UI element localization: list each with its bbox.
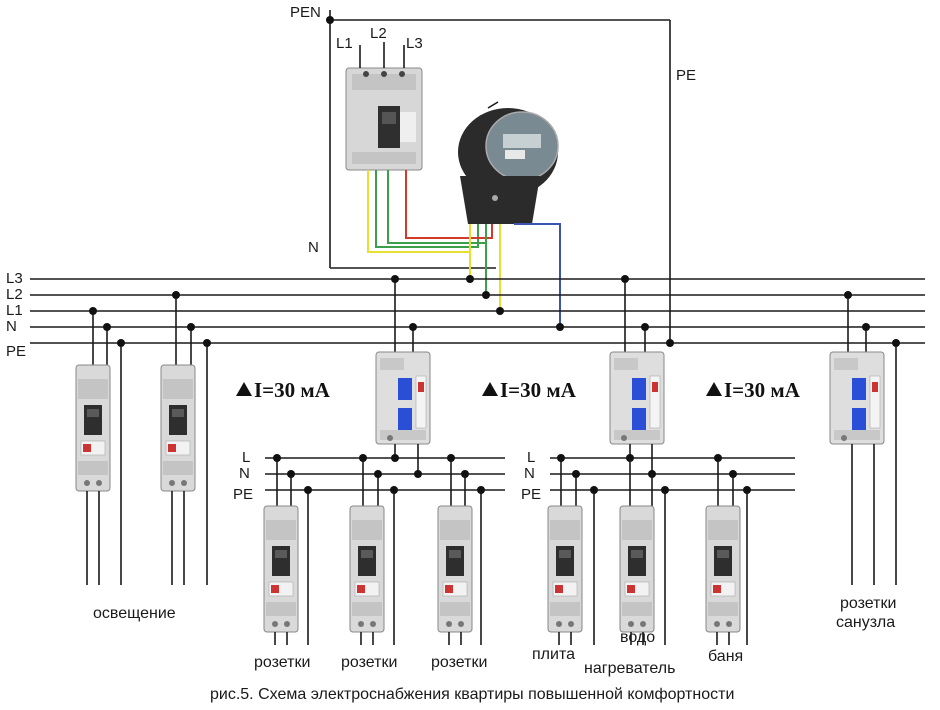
rcd-1 bbox=[375, 351, 431, 445]
rcd-group-1: I=30 мА L N PE bbox=[233, 275, 505, 671]
group1-l-label: L bbox=[242, 449, 250, 466]
group2-n-label: N bbox=[524, 465, 535, 482]
water-heater-label-1: водо bbox=[620, 629, 655, 646]
sauna-label: баня bbox=[708, 648, 743, 665]
sockets-1-label: розетки bbox=[254, 654, 310, 671]
lighting-label: освещение bbox=[93, 605, 176, 622]
pe-top-label: PE bbox=[676, 67, 696, 84]
bus-l3-label: L3 bbox=[6, 270, 23, 287]
group1-pe-label: PE bbox=[233, 486, 253, 503]
phase-l1-label: L1 bbox=[336, 35, 353, 52]
sockets-3-label: розетки bbox=[431, 654, 487, 671]
sockets-breaker-1 bbox=[263, 505, 299, 633]
group2-pe-label: PE bbox=[521, 486, 541, 503]
stove-label: плита bbox=[532, 646, 575, 663]
lighting-breaker-1 bbox=[75, 364, 111, 492]
bus-n-label: N bbox=[6, 318, 17, 335]
lighting-breaker-2 bbox=[160, 364, 196, 492]
sockets-breaker-3 bbox=[437, 505, 473, 633]
sockets-2-label: розетки bbox=[341, 654, 397, 671]
svg-text:I=30 мА: I=30 мА bbox=[724, 378, 801, 402]
group1-n-label: N bbox=[239, 465, 250, 482]
water-heater-breaker bbox=[619, 505, 655, 633]
stove-breaker bbox=[547, 505, 583, 633]
water-heater-label-2: нагреватель bbox=[584, 660, 675, 677]
phase-l2-label: L2 bbox=[370, 25, 387, 42]
lighting-section: освещение bbox=[75, 291, 211, 622]
bath-sockets-label-1: розетки bbox=[840, 595, 896, 612]
rcd-3-current-label: I=30 мА bbox=[706, 378, 801, 402]
rcd-3 bbox=[829, 351, 885, 445]
electricity-meter bbox=[458, 101, 559, 224]
rcd-group-2: I=30 мА L N PE bbox=[482, 275, 795, 677]
bus-l1-label: L1 bbox=[6, 302, 23, 319]
rcd-2-current-label: I=30 мА bbox=[482, 378, 577, 402]
pen-label: PEN bbox=[290, 4, 321, 21]
meter-section: PEN PE N L1 L2 L3 bbox=[290, 4, 696, 345]
phase-l3-label: L3 bbox=[406, 35, 423, 52]
main-bus: L3 L2 L1 N PE bbox=[6, 270, 925, 360]
sockets-breaker-2 bbox=[349, 505, 385, 633]
bus-pe-label: PE bbox=[6, 343, 26, 360]
bath-sockets-label-2: санузла bbox=[836, 614, 895, 631]
n-meter-label: N bbox=[308, 239, 319, 256]
group2-l-label: L bbox=[527, 449, 535, 466]
sauna-breaker bbox=[705, 505, 741, 633]
rcd-1-current-label: I=30 мА bbox=[236, 378, 331, 402]
svg-text:I=30 мА: I=30 мА bbox=[254, 378, 331, 402]
rcd-2 bbox=[609, 351, 665, 445]
svg-text:I=30 мА: I=30 мА bbox=[500, 378, 577, 402]
bus-l2-label: L2 bbox=[6, 286, 23, 303]
rcd-group-3: I=30 мА розетки санузла bbox=[706, 291, 900, 631]
figure-caption: рис.5. Схема электроснабжения квартиры п… bbox=[210, 686, 734, 703]
main-breaker bbox=[345, 42, 423, 171]
